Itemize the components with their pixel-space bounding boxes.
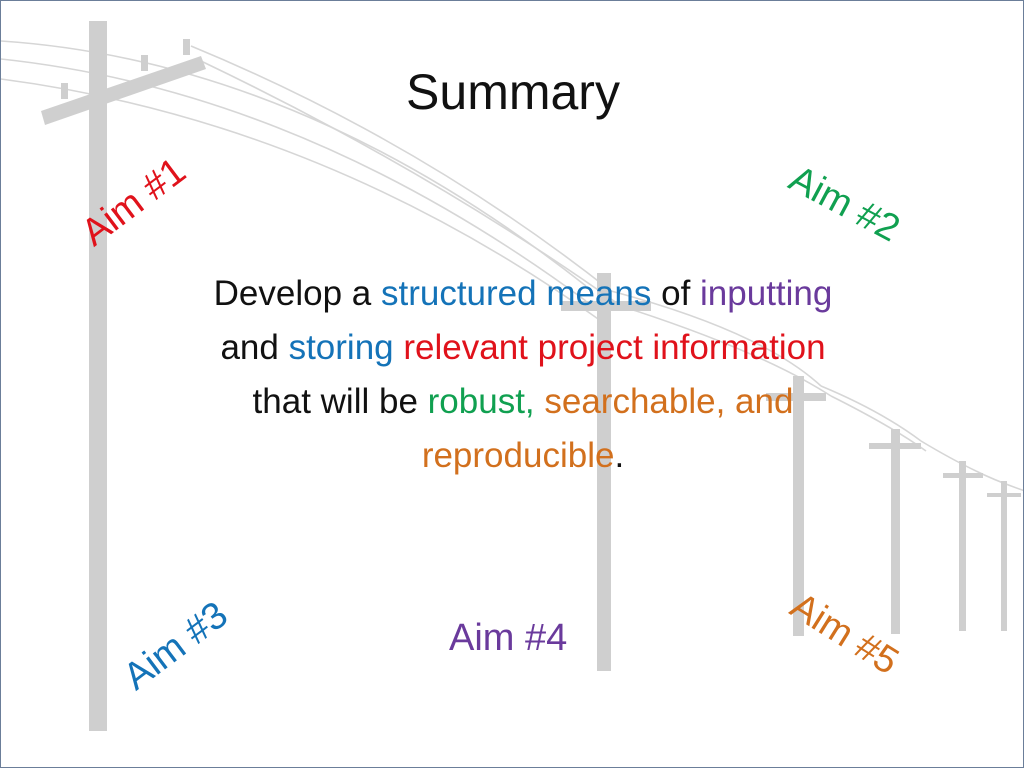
slide-title: Summary — [406, 64, 620, 120]
statement-segment: that will be — [252, 382, 428, 421]
aim-4-label: Aim #4 — [449, 617, 568, 659]
statement-segment: relevant project information — [403, 328, 826, 367]
statement-segment: robust, — [427, 382, 535, 421]
statement-segment: of — [651, 274, 701, 313]
statement-segment: and — [220, 328, 289, 367]
statement-segment: storing — [288, 328, 394, 367]
aim-statement: Develop a structured means of inputting … — [213, 267, 833, 483]
statement-segment: Develop a — [213, 274, 381, 313]
statement-segment — [535, 382, 545, 421]
statement-segment: inputting — [700, 274, 833, 313]
statement-segment: structured means — [380, 274, 652, 313]
statement-segment: . — [614, 436, 625, 475]
statement-segment — [394, 328, 404, 367]
statement-segment: searchable, and reproducible — [421, 382, 794, 475]
